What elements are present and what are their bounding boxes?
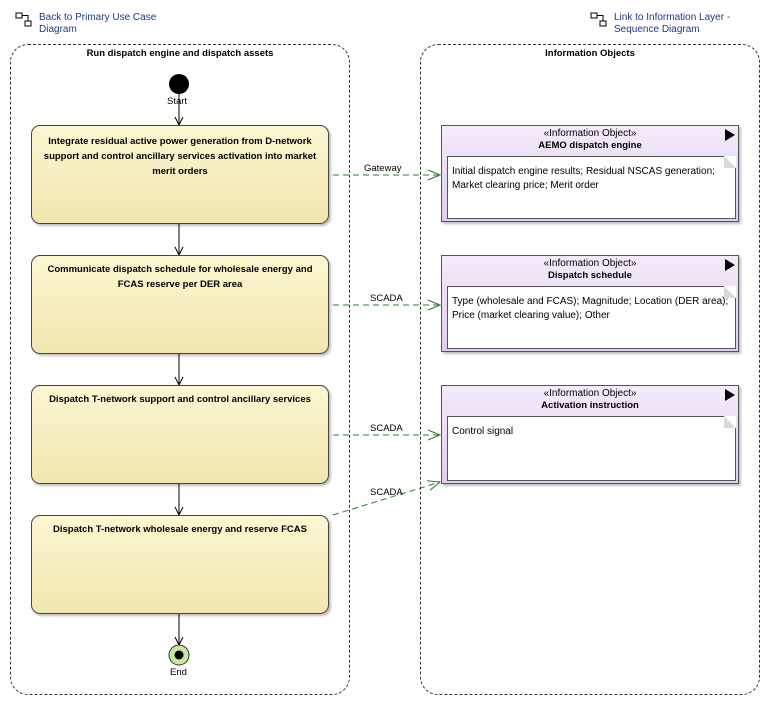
action-label: Dispatch T-network wholesale energy and … xyxy=(53,524,307,535)
note-fold-icon xyxy=(724,156,736,168)
flow-label-scada-1: SCADA xyxy=(370,293,403,304)
info-object-name: AEMO dispatch engine xyxy=(538,140,642,151)
diagram-link-icon xyxy=(590,12,607,27)
action-dispatch-t-network-wholesale[interactable]: Dispatch T-network wholesale energy and … xyxy=(31,515,329,614)
info-object-aemo-dispatch-engine[interactable]: «Information Object» AEMO dispatch engin… xyxy=(441,125,739,222)
info-flow-scada-3 xyxy=(332,482,440,516)
flow-label-scada-3: SCADA xyxy=(370,487,403,498)
stereotype-label: «Information Object» xyxy=(543,258,637,269)
partition-title-right: Information Objects xyxy=(545,48,635,59)
play-icon xyxy=(725,129,735,141)
start-node xyxy=(169,74,189,94)
back-to-primary-use-case-link[interactable]: Back to Primary Use Case Diagram xyxy=(15,12,169,36)
sequence-link-text[interactable]: Link to Information Layer - Sequence Dia… xyxy=(614,12,731,35)
stereotype-label: «Information Object» xyxy=(543,128,637,139)
info-object-name: Dispatch schedule xyxy=(548,270,632,281)
note-fold-icon xyxy=(724,416,736,428)
info-object-note: Type (wholesale and FCAS); Magnitude; Lo… xyxy=(447,286,736,349)
play-icon xyxy=(725,389,735,401)
note-text: Control signal xyxy=(452,426,514,437)
info-object-note: Control signal xyxy=(447,416,736,481)
partition-run-dispatch: Run dispatch engine and dispatch assets xyxy=(10,44,350,695)
info-object-dispatch-schedule[interactable]: «Information Object» Dispatch schedule T… xyxy=(441,255,739,352)
note-fold-icon xyxy=(724,286,736,298)
back-link-text[interactable]: Back to Primary Use Case Diagram xyxy=(39,12,157,35)
partition-information-objects: Information Objects xyxy=(420,44,760,695)
end-label: End xyxy=(170,667,187,678)
action-dispatch-t-network-ancillary[interactable]: Dispatch T-network support and control a… xyxy=(31,385,329,484)
diagram-link-icon xyxy=(15,12,32,27)
action-label: Dispatch T-network support and control a… xyxy=(49,394,311,405)
action-label: Integrate residual active power generati… xyxy=(43,136,317,177)
flow-label-scada-2: SCADA xyxy=(370,423,403,434)
play-icon xyxy=(725,259,735,271)
note-text: Type (wholesale and FCAS); Magnitude; Lo… xyxy=(452,296,729,321)
action-communicate-dispatch-schedule[interactable]: Communicate dispatch schedule for wholes… xyxy=(31,255,329,354)
start-label: Start xyxy=(167,96,188,107)
end-node-inner xyxy=(174,650,184,660)
action-integrate-residual-power[interactable]: Integrate residual active power generati… xyxy=(31,125,329,224)
action-label: Communicate dispatch schedule for wholes… xyxy=(47,264,313,290)
info-object-activation-instruction[interactable]: «Information Object» Activation instruct… xyxy=(441,385,739,484)
note-text: Initial dispatch engine results; Residua… xyxy=(452,166,715,191)
info-object-name: Activation instruction xyxy=(541,400,639,411)
link-to-sequence-diagram[interactable]: Link to Information Layer - Sequence Dia… xyxy=(590,12,754,36)
stereotype-label: «Information Object» xyxy=(543,388,637,399)
partition-title-left: Run dispatch engine and dispatch assets xyxy=(86,48,274,59)
info-object-note: Initial dispatch engine results; Residua… xyxy=(447,156,736,219)
flow-label-gateway: Gateway xyxy=(364,163,402,174)
